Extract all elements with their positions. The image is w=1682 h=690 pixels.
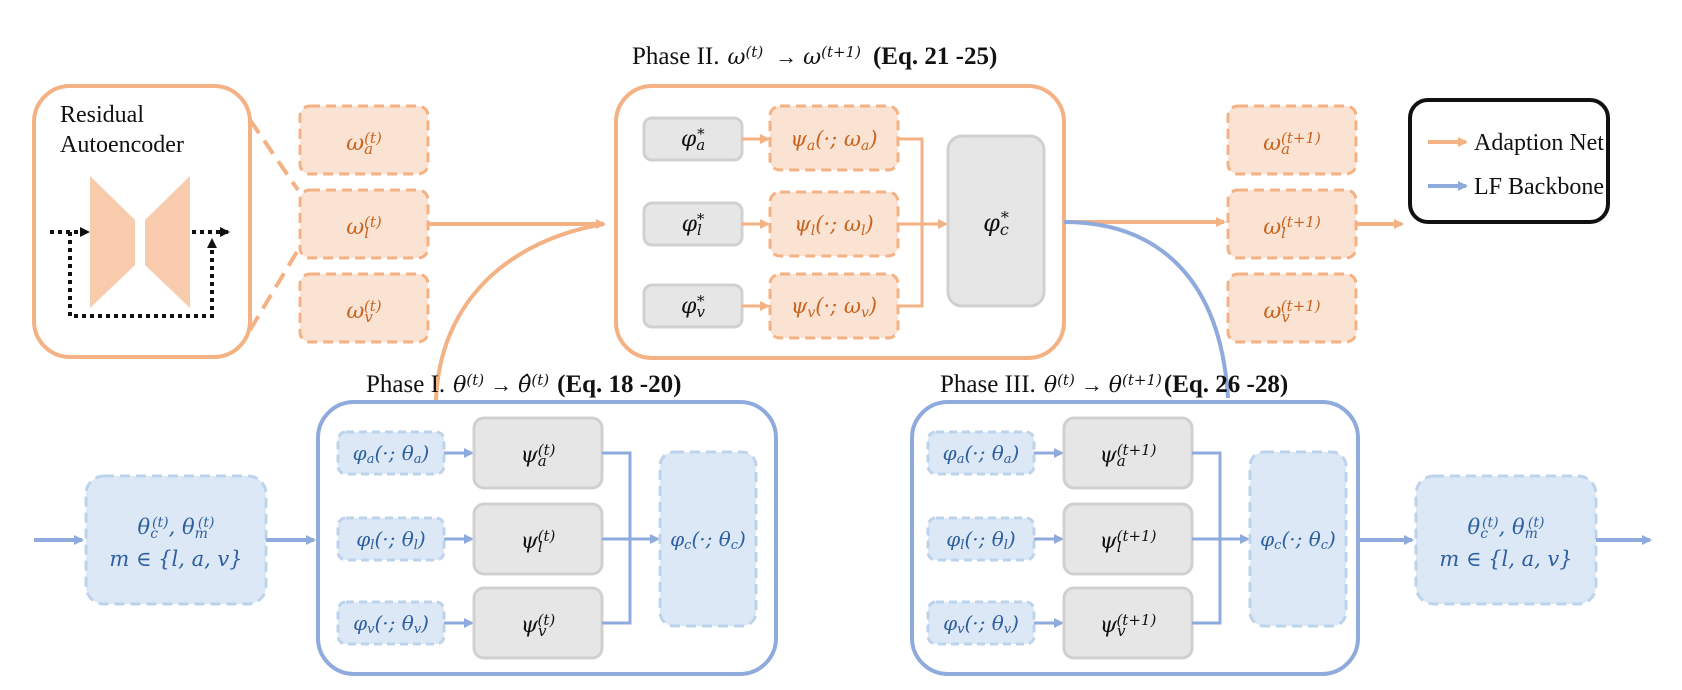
psi-l-omega: ψl(·; ωl) bbox=[794, 212, 873, 239]
legend: Adaption Net LF Backbone bbox=[1408, 98, 1610, 224]
params-output-box: θc(t), θm(t) m ∈ {l, a, v} bbox=[1414, 474, 1598, 606]
params-theta-out: θc(t), θm(t) bbox=[1468, 515, 1545, 542]
omega-t-column: ωa(t) ωl(t) ωv(t) bbox=[298, 104, 430, 344]
params-set-out: m ∈ {l, a, v} bbox=[1439, 547, 1572, 571]
phi-a-theta-p1: φa(·; θa) bbox=[353, 441, 430, 467]
phi-v-theta-p1: φv(·; θv) bbox=[353, 611, 429, 637]
autoencoder-label-line1: Residual bbox=[60, 102, 144, 128]
omega-v-t: ωv(t) bbox=[346, 297, 381, 326]
phi-l-star: φl* bbox=[682, 210, 705, 239]
phase3-title: Phase III.θ(t)→θ(t+1)(Eq. 26 -28) bbox=[940, 371, 1288, 398]
params-set-in: m ∈ {l, a, v} bbox=[109, 547, 242, 571]
phi-v-theta-p3: φv(·; θv) bbox=[943, 611, 1019, 637]
phase3-panel: φa(·; θa) φl(·; θl) φv(·; θv) ψa(t+1) ψl… bbox=[910, 400, 1360, 676]
decoder-shape bbox=[145, 176, 190, 308]
phi-a-star: φa* bbox=[681, 125, 705, 154]
omega-t1-column: ωa(t+1) ωl(t+1) ωv(t+1) bbox=[1226, 104, 1358, 344]
autoencoder-label-line2: Autoencoder bbox=[60, 132, 184, 158]
phase1-panel: φa(·; θa) φl(·; θl) φv(·; θv) ψa(t) ψl(t… bbox=[316, 400, 778, 676]
params-input-box: θc(t), θm(t) m ∈ {l, a, v} bbox=[84, 474, 268, 606]
legend-adaption: Adaption Net bbox=[1474, 130, 1604, 156]
phi-l-theta-p1: φl(·; θl) bbox=[356, 527, 425, 553]
phi-c-theta-p3: φc(·; θc) bbox=[1260, 527, 1336, 553]
phase2-panel: φa* φl* φv* ψa(·; ωa) ψl(·; ωl) ψv(·; ωv… bbox=[614, 84, 1066, 360]
encoder-shape bbox=[90, 176, 135, 308]
legend-backbone: LF Backbone bbox=[1474, 174, 1604, 200]
phase2-title: Phase II.ω(t)→ω(t+1)(Eq. 21 -25) bbox=[632, 43, 997, 70]
phi-v-star: φv* bbox=[681, 292, 705, 321]
phi-a-theta-p3: φa(·; θa) bbox=[943, 441, 1020, 467]
phi-c-star: φc* bbox=[983, 208, 1009, 239]
params-theta-in: θc(t), θm(t) bbox=[138, 515, 215, 542]
omega-v-t1: ωv(t+1) bbox=[1263, 297, 1320, 326]
phi-l-theta-p3: φl(·; θl) bbox=[946, 527, 1015, 553]
phase1-title: Phase I.θ(t)→θ̂(t)(Eq. 18 -20) bbox=[366, 371, 681, 398]
autoencoder-panel: Residual Autoencoder bbox=[32, 84, 252, 359]
psi-a-omega: ψa(·; ωa) bbox=[790, 127, 877, 154]
